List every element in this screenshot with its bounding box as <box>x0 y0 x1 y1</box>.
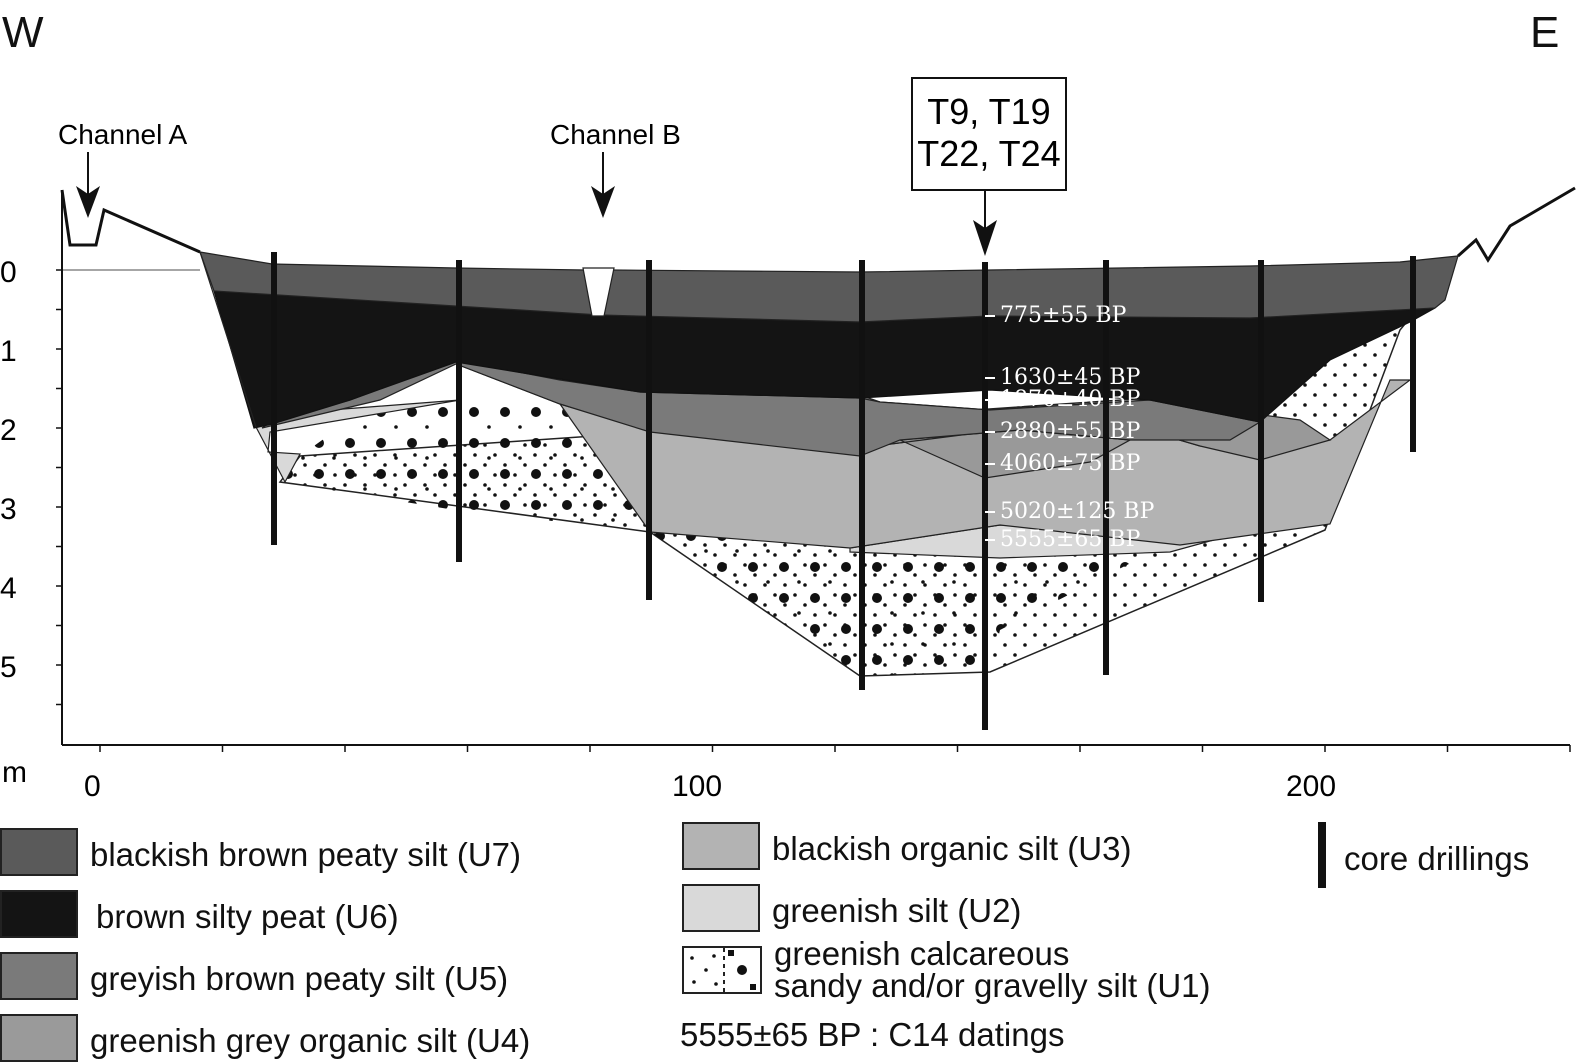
dating-label: 1870±40 BP <box>1000 387 1141 412</box>
legend-label-u1-line2: sandy and/or gravelly silt (U1) <box>774 967 1211 1004</box>
unit-u5-layer <box>261 359 1262 457</box>
ground-surface-line <box>60 189 201 254</box>
channel-b-label: Channel B <box>550 119 681 150</box>
legend-swatch-u7 <box>0 828 78 876</box>
dating-label: 5020±125 BP <box>1000 499 1155 524</box>
core-drilling-symbol <box>1318 822 1326 888</box>
dating-label: 4060±75 BP <box>1000 451 1141 476</box>
legend-item-core: core drillings <box>1318 822 1568 892</box>
x-tick-label: 100 <box>672 770 722 803</box>
channel-b-arrowhead <box>591 186 615 218</box>
legend-label-u1: greenish calcareous sandy and/or gravell… <box>774 935 1211 1004</box>
dating-label: 775±55 BP <box>1000 303 1127 328</box>
core-label-box <box>911 77 1067 191</box>
legend: blackish brown peaty silt (U7) brown sil… <box>0 820 1582 1064</box>
legend-swatch-u5 <box>0 952 78 1000</box>
legend-label-core: core drillings <box>1344 840 1530 877</box>
x-tick-label: 0 <box>84 770 101 803</box>
core-drillings <box>271 252 1416 730</box>
legend-label-u7: blackish brown peaty silt (U7) <box>90 836 521 873</box>
y-tick-label: 3 <box>0 493 17 526</box>
legend-swatch-u6 <box>0 890 78 938</box>
channel-a-arrowhead <box>76 186 100 218</box>
dating-label: 2880±55 BP <box>1000 419 1141 444</box>
y-axis-unit: m <box>2 756 27 789</box>
core-box-line-1: T9, T19 <box>927 91 1050 132</box>
core-box-line-2: T22, T24 <box>917 133 1060 174</box>
east-label: E <box>1530 8 1560 57</box>
legend-label-u1-line1: greenish calcareous <box>774 935 1070 972</box>
y-tick-label: 0 <box>0 256 17 289</box>
west-label: W <box>2 8 44 57</box>
y-tick-label: 4 <box>0 572 17 605</box>
legend-swatch-u4 <box>0 1014 78 1062</box>
unit-u7-layer <box>199 251 1459 323</box>
dating-label: 5555±65 BP <box>1000 527 1141 552</box>
y-tick-label: 2 <box>0 414 17 447</box>
x-axis-tick-marks <box>99 745 1571 752</box>
channel-a-label: Channel A <box>58 119 188 150</box>
x-tick-label: 200 <box>1286 770 1336 803</box>
y-tick-label: 1 <box>0 335 17 368</box>
y-axis-tick-marks <box>56 269 62 706</box>
west-valley-edge <box>199 251 257 428</box>
legend-label-u2: greenish silt (U2) <box>772 892 1022 929</box>
legend-label-u3: blackish organic silt (U3) <box>772 830 1132 867</box>
y-tick-label: 5 <box>0 651 17 684</box>
legend-label-u6: brown silty peat (U6) <box>96 898 399 935</box>
legend-swatch-u2 <box>682 884 760 932</box>
legend-label-u4: greenish grey organic silt (U4) <box>90 1022 531 1059</box>
ground-surface-east <box>1457 186 1576 263</box>
legend-swatch-u1 <box>682 946 762 994</box>
legend-swatch-u3 <box>682 822 760 870</box>
legend-c14-datings: 5555±65 BP : C14 datings <box>680 1016 1065 1053</box>
core-box-arrowhead <box>973 220 997 256</box>
legend-label-u5: greyish brown peaty silt (U5) <box>90 960 509 997</box>
dating-label: 1630±45 BP <box>1000 365 1141 390</box>
channel-b-notch <box>582 267 615 317</box>
